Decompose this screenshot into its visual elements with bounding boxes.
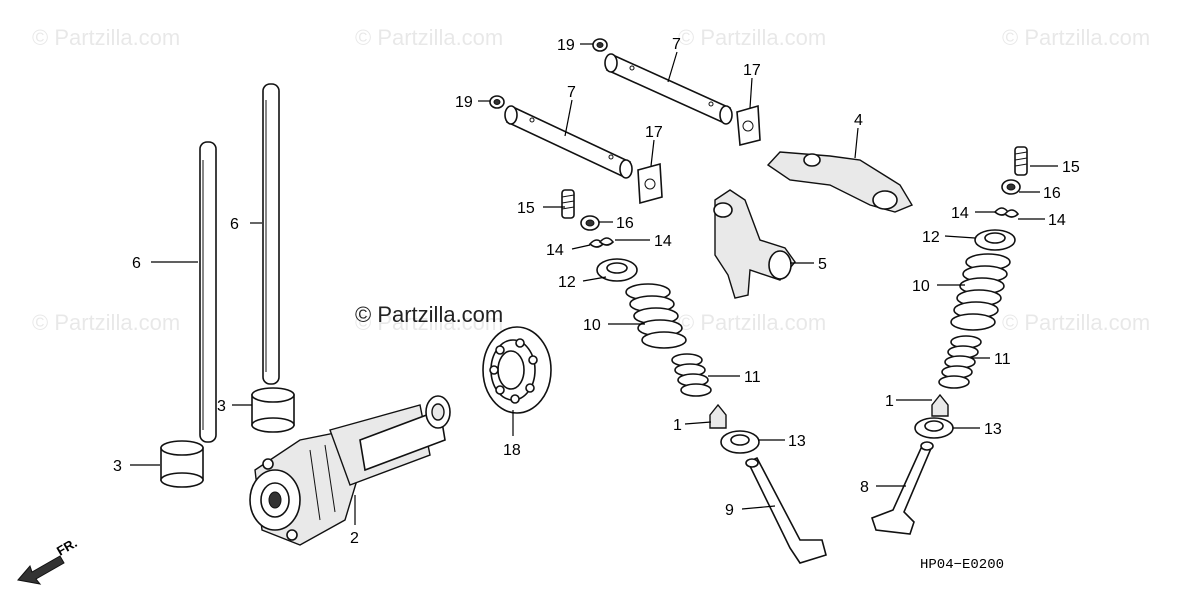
callout-label: 16 — [1043, 185, 1061, 202]
callout-label: 5 — [818, 256, 827, 273]
lock-nut-left[interactable] — [580, 215, 600, 231]
shaft-plate-upper[interactable] — [736, 104, 761, 147]
callout-label: 15 — [1062, 159, 1080, 176]
front-direction-indicator: FR. — [17, 535, 80, 585]
callout-labels: 19 7 17 19 7 17 4 15 16 14 14 12 10 11 1… — [113, 36, 1080, 547]
valve-spring-outer-left[interactable] — [625, 283, 687, 349]
rocker-arm-intake[interactable] — [713, 189, 796, 299]
watermark: © Partzilla.com — [355, 310, 503, 335]
callout-label: 1 — [673, 417, 682, 434]
washer-upper[interactable] — [592, 38, 608, 52]
callout-label: 14 — [1048, 212, 1066, 229]
callout-label: 13 — [788, 433, 806, 450]
stem-seal-right[interactable] — [931, 393, 949, 417]
callout-label: 18 — [503, 442, 521, 459]
valve-spring-outer-right[interactable] — [950, 253, 1011, 331]
callout-label: 15 — [517, 200, 535, 217]
spring-retainer-right[interactable] — [974, 229, 1016, 251]
callout-label: 14 — [654, 233, 672, 250]
watermark-layer: © Partzilla.com © Partzilla.com © Partzi… — [32, 25, 1150, 335]
rocker-shaft-upper[interactable] — [604, 53, 733, 125]
shaft-plate-lower[interactable] — [637, 162, 663, 205]
watermark: © Partzilla.com — [355, 25, 503, 50]
callout-label: 7 — [567, 84, 576, 101]
front-label: FR. — [54, 535, 80, 558]
callout-label: 12 — [558, 274, 576, 291]
callout-label: 2 — [350, 530, 359, 547]
callout-label: 1 — [885, 393, 894, 410]
callout-label: 14 — [546, 242, 564, 259]
callout-label: 16 — [616, 215, 634, 232]
valve-spring-inner-right[interactable] — [938, 335, 982, 389]
diagram-code: HP04−E0200 — [920, 557, 1004, 573]
callout-label: 11 — [744, 369, 761, 386]
leader-lines — [130, 43, 1058, 525]
callout-label: 6 — [132, 255, 141, 272]
spring-retainer-left[interactable] — [596, 258, 638, 282]
callout-label: 6 — [230, 216, 239, 233]
adjuster-screw-right[interactable] — [1014, 146, 1028, 176]
watermark: © Partzilla.com — [678, 25, 826, 50]
stem-seal-left[interactable] — [709, 403, 727, 429]
callout-label: 12 — [922, 229, 940, 246]
spring-seat-right[interactable] — [914, 417, 954, 439]
watermark: © Partzilla.com — [1002, 310, 1150, 335]
tappet-right[interactable] — [251, 387, 295, 433]
push-rod-left[interactable] — [199, 141, 217, 443]
valve-exhaust[interactable] — [870, 441, 934, 535]
callout-label: 13 — [984, 421, 1002, 438]
callout-label: 11 — [994, 351, 1011, 368]
watermark: © Partzilla.com — [32, 25, 180, 50]
spring-seat-left[interactable] — [720, 430, 760, 454]
callout-label: 17 — [743, 62, 761, 79]
bearing[interactable] — [482, 326, 552, 414]
watermark: © Partzilla.com — [678, 310, 826, 335]
valve-intake[interactable] — [745, 456, 827, 564]
callout-label: 14 — [951, 205, 969, 222]
washer-lower[interactable] — [489, 95, 505, 109]
callout-label: 19 — [557, 37, 575, 54]
valve-spring-inner-left[interactable] — [671, 353, 712, 397]
callout-label: 3 — [217, 398, 226, 415]
rocker-arm-exhaust[interactable] — [766, 151, 914, 213]
watermark: © Partzilla.com — [32, 310, 180, 335]
copyright-text: © Partzilla.com — [355, 302, 503, 327]
cotter-left[interactable] — [588, 237, 615, 248]
callout-label: 3 — [113, 458, 122, 475]
callout-label: 19 — [455, 94, 473, 111]
callout-label: 9 — [725, 502, 734, 519]
adjuster-screw-left[interactable] — [561, 189, 575, 219]
cotter-right[interactable] — [993, 207, 1020, 218]
callout-label: 4 — [854, 112, 863, 129]
callout-label: 17 — [645, 124, 663, 141]
push-rod-right[interactable] — [262, 83, 280, 385]
callout-label: 10 — [912, 278, 930, 295]
rocker-shaft-lower[interactable] — [504, 105, 633, 179]
callout-label: 10 — [583, 317, 601, 334]
front-arrow-icon — [17, 555, 65, 585]
tappet-left[interactable] — [160, 440, 204, 488]
callout-label: 8 — [860, 479, 869, 496]
camshaft[interactable] — [249, 395, 451, 546]
watermark: © Partzilla.com — [1002, 25, 1150, 50]
lock-nut-right[interactable] — [1001, 179, 1021, 195]
callout-label: 7 — [672, 36, 681, 53]
